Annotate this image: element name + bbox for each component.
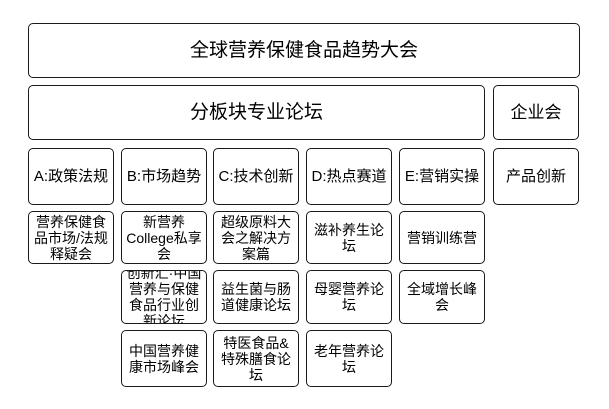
box-track-f-header: 产品创新 [493, 148, 579, 205]
box-forum-b2: 创新汇·中国营养与保健食品行业创新论坛 [121, 270, 207, 324]
box-forum-e1: 营销训练营 [399, 211, 485, 264]
box-forum-e2: 全域增长峰会 [399, 270, 485, 324]
box-forum-c1: 超级原料大会之解决方案篇 [213, 211, 299, 264]
box-track-d-header: D:热点赛道 [306, 148, 392, 205]
box-enterprise-meeting: 企业会 [493, 85, 579, 140]
box-track-a-header: A:政策法规 [28, 148, 114, 205]
box-track-c-header: C:技术创新 [213, 148, 299, 205]
box-forum-b1: 新营养College私享会 [121, 211, 207, 264]
box-forum-banner: 分板块专业论坛 [28, 85, 485, 140]
box-track-e-header: E:营销实操 [399, 148, 485, 205]
box-forum-b3: 中国营养健康市场峰会 [121, 330, 207, 387]
box-forum-c3: 特医食品&特殊膳食论坛 [213, 330, 299, 387]
box-conference-title: 全球营养保健食品趋势大会 [28, 23, 580, 78]
box-track-b-header: B:市场趋势 [121, 148, 207, 205]
box-forum-d3: 老年营养论坛 [306, 330, 392, 387]
box-forum-a1: 营养保健食品市场/法规释疑会 [28, 211, 114, 264]
box-forum-c2: 益生菌与肠道健康论坛 [213, 270, 299, 324]
box-forum-d1: 滋补养生论坛 [306, 211, 392, 264]
box-forum-d2: 母婴营养论坛 [306, 270, 392, 324]
